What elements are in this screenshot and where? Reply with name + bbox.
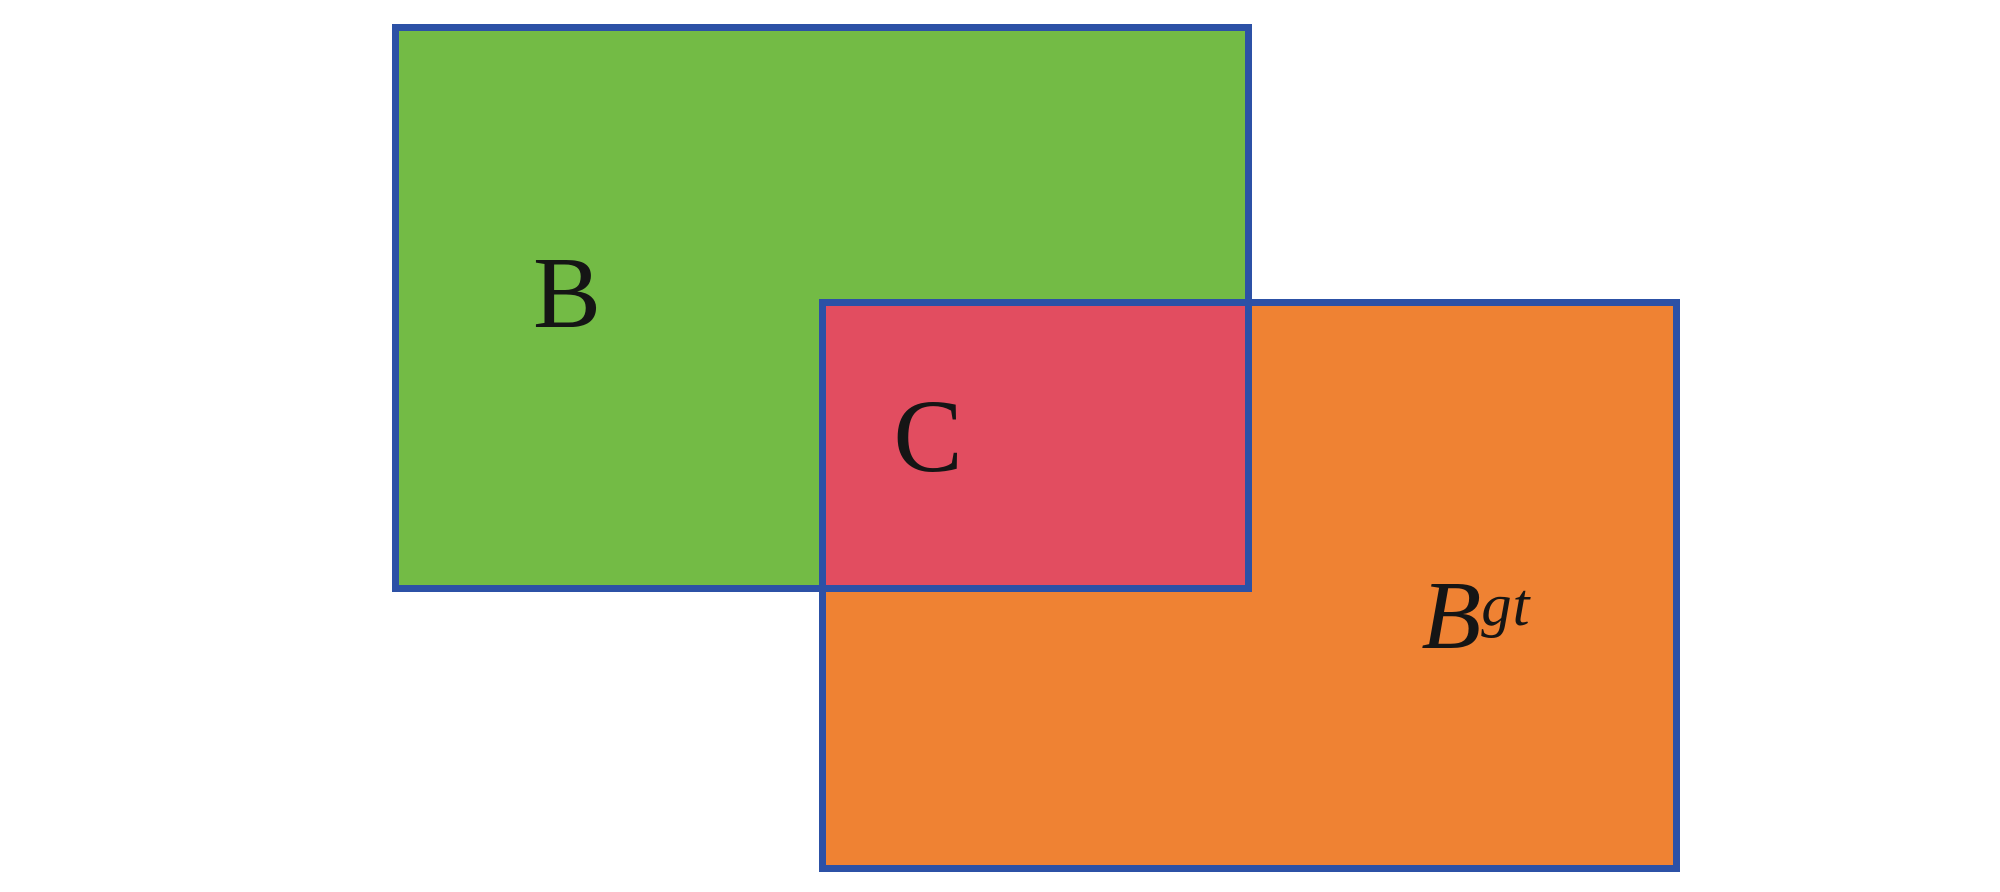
label-b-gt-base: B [1421, 562, 1482, 670]
box-intersection-c [819, 299, 1252, 592]
label-b: B [532, 237, 602, 350]
label-c: C [893, 379, 963, 494]
label-b-gt: Bgt [1421, 567, 1530, 665]
label-b-gt-superscript: gt [1481, 571, 1531, 639]
